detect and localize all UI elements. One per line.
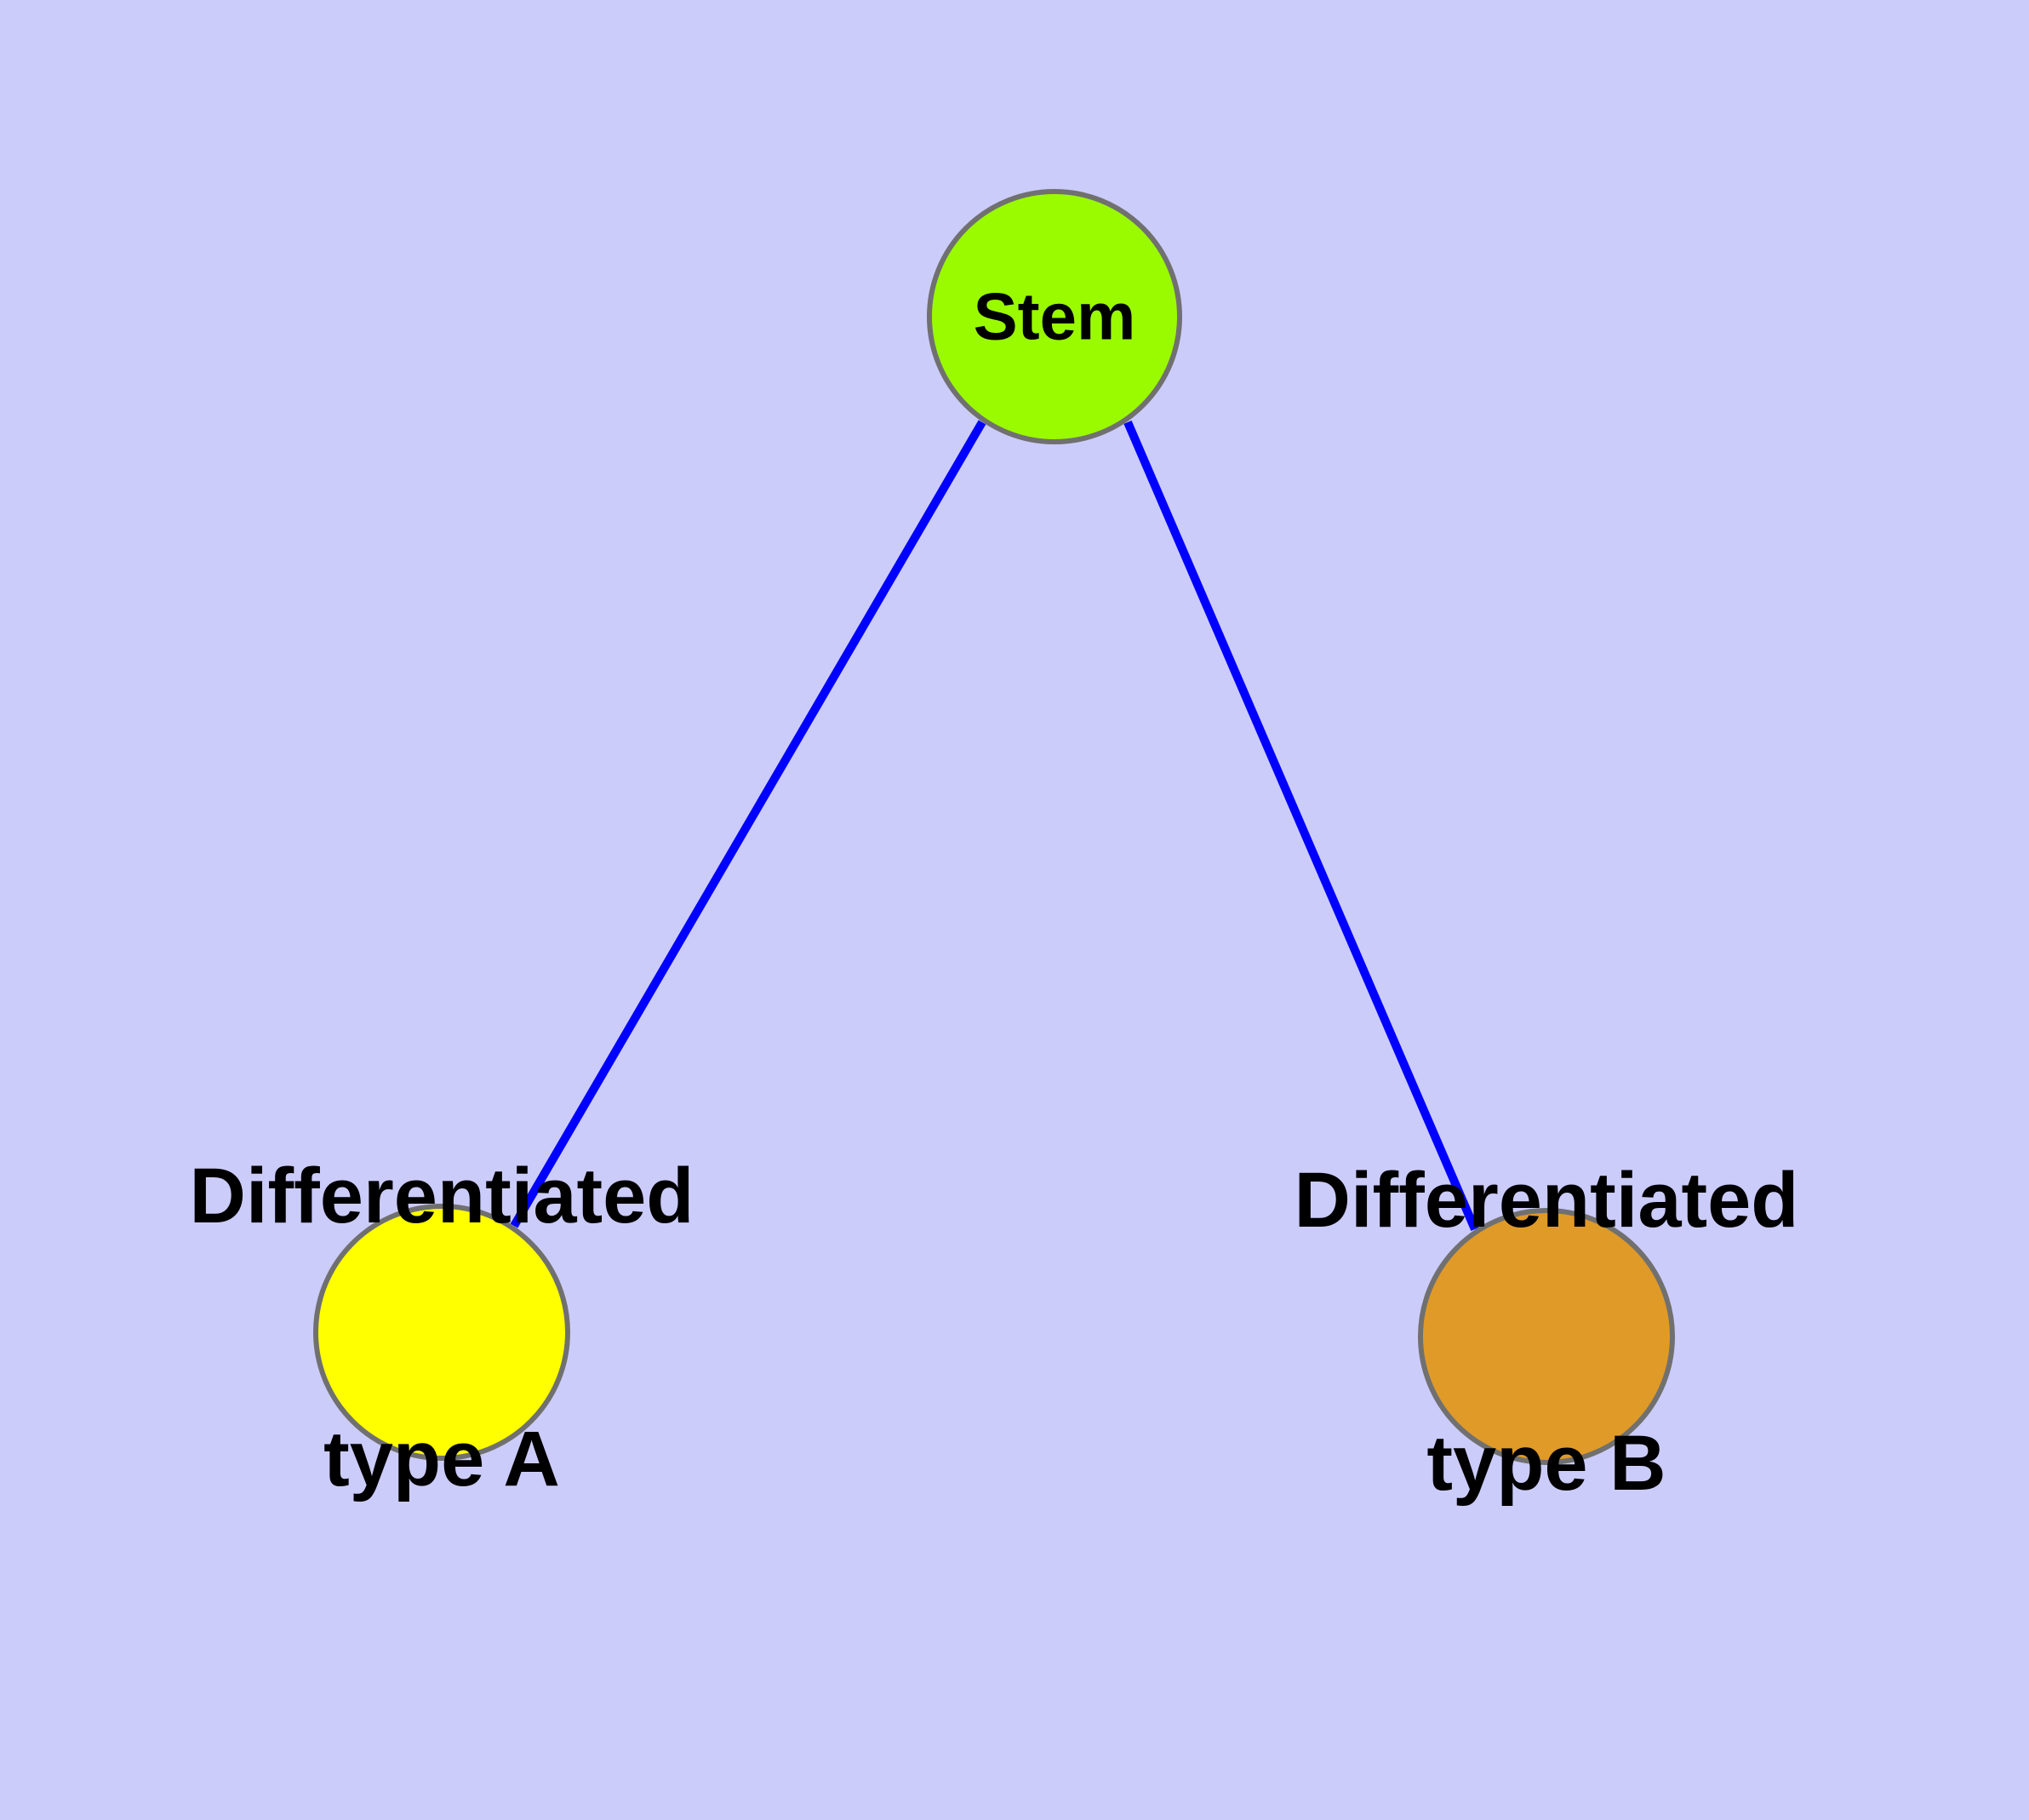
edge-stem-to-diff-b[interactable] [1123,421,1479,1231]
node-layer [313,189,1675,1465]
edge-stem-to-diff-a[interactable] [510,420,986,1228]
node-circle-diff-b[interactable] [1418,1208,1675,1465]
node-circle-diff-a[interactable] [313,1204,570,1461]
node-circle-stem[interactable] [927,189,1182,444]
edge-layer [510,420,1479,1231]
